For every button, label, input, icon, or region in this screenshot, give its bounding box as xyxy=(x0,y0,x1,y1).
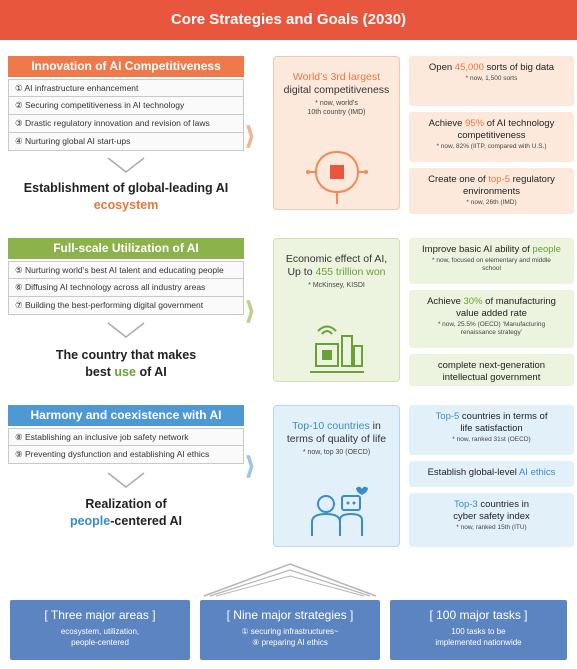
strategy-item: ③ Drastic regulatory innovation and revi… xyxy=(8,115,244,133)
target-box: Improve basic AI ability of people * now… xyxy=(409,238,574,284)
chevron-right-icon: ⟩⟩⟩ xyxy=(245,123,256,150)
strategy-item: ⑦ Building the best-performing digital g… xyxy=(8,297,244,315)
center-goal-box-2: Economic effect of AI, Up to 455 trillio… xyxy=(273,238,400,382)
chevron-right-icon: ⟩⟩⟩ xyxy=(245,298,256,325)
convergence-lines xyxy=(203,563,377,597)
target-box: Top-3 countries in cyber safety index * … xyxy=(409,493,574,547)
strategy-item: ④ Nurturing global AI start-ups xyxy=(8,133,244,151)
strategy-item: ⑤ Nurturing world’s best AI talent and e… xyxy=(8,261,244,279)
strategy-item: ⑧ Establishing an inclusive job safety n… xyxy=(8,428,244,446)
goal-text-3: Realization of people-centered AI xyxy=(69,497,183,528)
goal-text-1: Establishment of global-leading AI ecosy… xyxy=(23,181,229,212)
target-box: complete next-generation intellectual go… xyxy=(409,354,574,386)
strategy-list-1: ① AI infrastructure enhancement ② Securi… xyxy=(8,79,244,151)
summary-box: [ Three major areas ] ecosystem, utiliza… xyxy=(10,600,190,660)
summary-box: [ 100 major tasks ] 100 tasks to be impl… xyxy=(390,600,567,660)
chevron-right-icon: ⟩⟩⟩ xyxy=(245,453,256,480)
center-goal-box-1: World’s 3rd largest digital competitiven… xyxy=(273,56,400,210)
strategy-item: ⑨ Preventing dysfunction and establishin… xyxy=(8,446,244,464)
section-header-utilization: Full-scale Utilization of AI xyxy=(8,238,244,259)
chevron-down-icon xyxy=(107,322,145,338)
target-box: Open 45,000 sorts of big data * now, 1,5… xyxy=(409,56,574,106)
target-box: Achieve 30% of manufacturing value added… xyxy=(409,290,574,348)
strategy-item: ① AI infrastructure enhancement xyxy=(8,79,244,97)
center-goal-box-3: Top-10 countries in terms of quality of … xyxy=(273,405,400,547)
section-header-competitiveness: Innovation of AI Competitiveness xyxy=(8,56,244,77)
goal-text-2: The country that makes best use of AI xyxy=(55,348,197,379)
target-box: Create one of top-5 regulatory environme… xyxy=(409,168,574,214)
target-box: Achieve 95% of AI technology competitive… xyxy=(409,112,574,162)
human-robot-icon xyxy=(311,486,368,536)
ai-brain-chip-icon xyxy=(306,150,368,204)
smart-factory-icon xyxy=(310,325,364,373)
strategy-list-3: ⑧ Establishing an inclusive job safety n… xyxy=(8,428,244,464)
target-box: Top-5 countries in terms of life satisfa… xyxy=(409,405,574,455)
strategy-list-2: ⑤ Nurturing world’s best AI talent and e… xyxy=(8,261,244,315)
strategy-item: ② Securing competitiveness in AI technol… xyxy=(8,97,244,115)
page-title: Core Strategies and Goals (2030) xyxy=(0,0,577,40)
strategy-item: ⑥ Diffusing AI technology across all ind… xyxy=(8,279,244,297)
target-box: Establish global-level AI ethics xyxy=(409,461,574,487)
summary-box: [ Nine major strategies ] ① securing inf… xyxy=(200,600,380,660)
section-header-harmony: Harmony and coexistence with AI xyxy=(8,405,244,426)
chevron-down-icon xyxy=(107,157,145,173)
chevron-down-icon xyxy=(107,472,145,488)
